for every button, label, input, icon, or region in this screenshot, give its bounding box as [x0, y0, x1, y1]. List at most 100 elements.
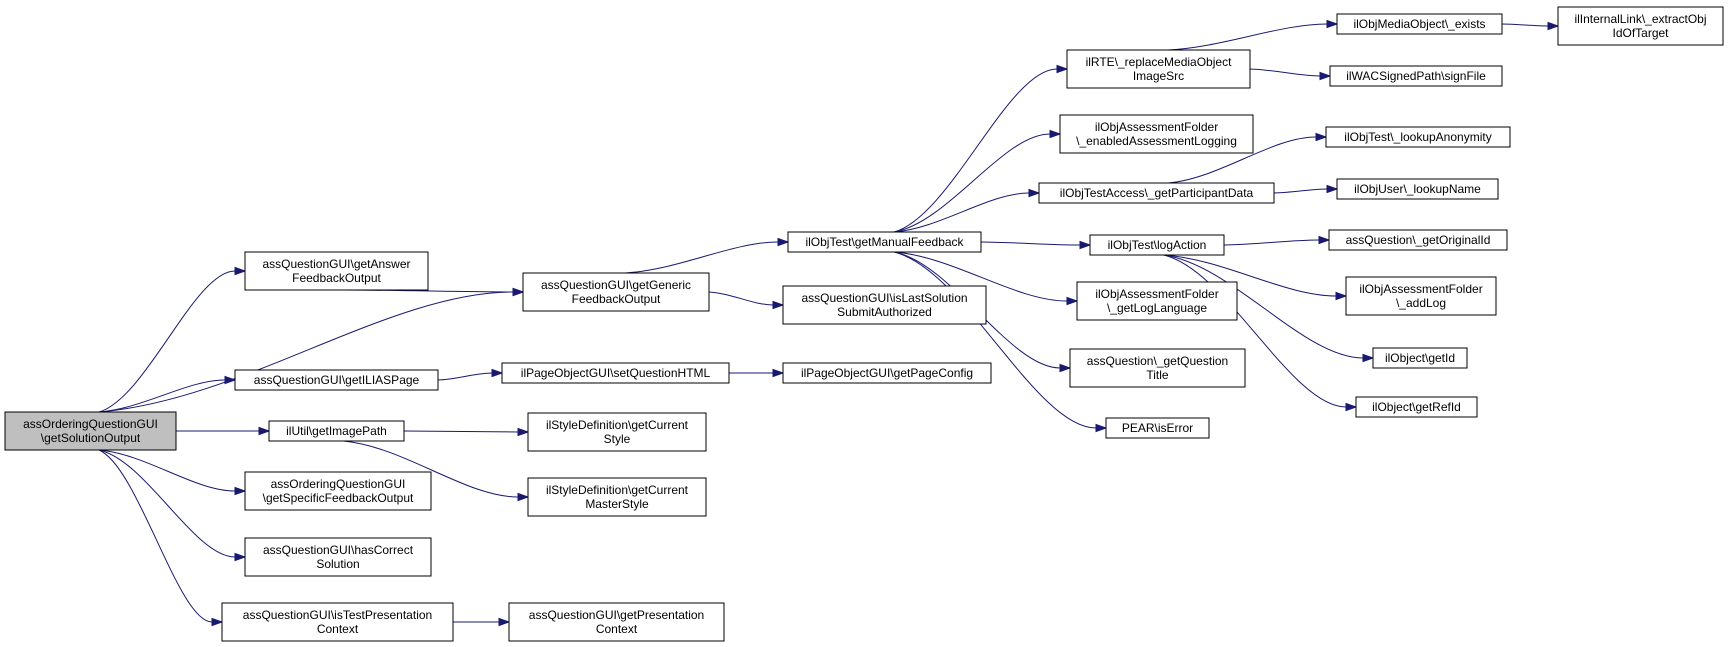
node-box: [221, 602, 454, 642]
function-node-ilpageobjectgui-getpageconfig[interactable]: ilPageObjectGUI\getPageConfig: [782, 362, 992, 384]
arrowhead: [1318, 235, 1331, 245]
function-node-ilobjassessmentfolder-getloglanguage[interactable]: ilObjAssessmentFolder\_getLogLanguage: [1076, 281, 1238, 321]
function-node-ilobjtest-getmanualfeedback[interactable]: ilObjTest\getManualFeedback: [787, 231, 982, 253]
arrowhead: [224, 375, 237, 385]
node-box: [522, 272, 710, 312]
node-box: [1336, 13, 1503, 35]
function-node-pear-iserror[interactable]: PEAR\isError: [1105, 417, 1210, 439]
node-label: assQuestionGUI\getPresentation: [529, 608, 704, 622]
node-box: [1038, 182, 1275, 204]
call-edge-n4-n5: [1167, 23, 1328, 51]
node-label: \getSpecificFeedbackOutput: [263, 491, 414, 505]
arrowhead: [498, 617, 511, 627]
function-node-ilobjtest-logaction[interactable]: ilObjTest\logAction: [1089, 234, 1225, 256]
call-edge-n4-n7: [1249, 68, 1321, 77]
function-node-ilwacsignedpath-signfile[interactable]: ilWACSignedPath\signFile: [1329, 65, 1503, 87]
arrowhead: [1066, 296, 1079, 306]
function-node-ilpageobjectgui-setquestionhtml[interactable]: ilPageObjectGUI\setQuestionHTML: [501, 362, 730, 384]
node-label: ilObject\getId: [1385, 351, 1455, 365]
function-node-ilobjuser-lookupname[interactable]: ilObjUser\_lookupName: [1336, 178, 1499, 200]
node-box: [1076, 281, 1238, 321]
node-label: SubmitAuthorized: [837, 305, 932, 319]
node-label: MasterStyle: [585, 497, 649, 511]
node-box: [1345, 276, 1497, 316]
node-label: ilObjMediaObject\_exists: [1353, 17, 1485, 31]
arrowhead: [1095, 423, 1108, 433]
node-box: [1059, 114, 1254, 154]
call-edge-n24-n26: [343, 440, 519, 498]
function-node-ilobjtestaccess-getparticipantdata[interactable]: ilObjTestAccess\_getParticipantData: [1038, 182, 1275, 204]
arrowhead: [1056, 64, 1069, 74]
node-label: \_getLogLanguage: [1107, 301, 1207, 315]
node-label: ilStyleDefinition\getCurrent: [546, 483, 689, 497]
function-node-assquestiongui-islastsolutionsubmitauthorized[interactable]: assQuestionGUI\isLastSolutionSubmitAutho…: [782, 285, 987, 325]
function-node-assquestiongui-getiliaspage[interactable]: assQuestionGUI\getILIASPage: [234, 369, 439, 391]
node-label: ilObjUser\_lookupName: [1354, 182, 1481, 196]
call-edge-n0-n29: [98, 449, 213, 623]
node-label: ilObject\getRefId: [1372, 400, 1461, 414]
arrowhead: [234, 266, 247, 276]
function-node-ilobjtest-lookupanonymity[interactable]: ilObjTest\_lookupAnonymity: [1325, 126, 1511, 148]
function-node-ilobjassessmentfolder-enabledassessmentlogging[interactable]: ilObjAssessmentFolder\_enabledAssessment…: [1059, 114, 1254, 154]
node-label: IdOfTarget: [1612, 26, 1669, 40]
call-edge-n12-n15: [1163, 254, 1364, 359]
node-box: [244, 537, 432, 577]
arrowhead: [1059, 363, 1072, 373]
node-label: ilObjAssessmentFolder: [1095, 287, 1218, 301]
arrowhead: [1362, 353, 1375, 363]
call-edge-n3-n8: [894, 133, 1051, 233]
node-label: assOrderingQuestionGUI: [271, 477, 406, 491]
function-node-assquestion-getoriginalid[interactable]: assQuestion\_getOriginalId: [1328, 229, 1508, 251]
function-node-ilobject-getrefid[interactable]: ilObject\getRefId: [1355, 396, 1478, 418]
node-box: [508, 602, 725, 642]
call-edge-n0-n21: [99, 379, 226, 413]
node-label: Style: [604, 432, 631, 446]
node-box: [1372, 347, 1468, 369]
node-label: assOrderingQuestionGUI: [23, 417, 158, 431]
arrowhead: [777, 237, 790, 247]
node-label: assQuestionGUI\isTestPresentation: [243, 608, 432, 622]
node-label: \getSolutionOutput: [41, 431, 141, 445]
arrowhead: [1319, 71, 1332, 81]
node-box: [1329, 65, 1503, 87]
call-edge-n9-n11: [1273, 188, 1328, 194]
node-label: \_enabledAssessmentLogging: [1076, 134, 1237, 148]
call-edge-n0-n28: [98, 449, 236, 558]
node-label: assQuestionGUI\getAnswer: [262, 257, 410, 271]
call-edge-n12-n14: [1163, 254, 1337, 297]
arrowhead: [491, 368, 504, 378]
node-label: ilPageObjectGUI\getPageConfig: [801, 366, 973, 380]
call-edge-n3-n4: [894, 68, 1058, 233]
node-label: assQuestionGUI\getILIASPage: [254, 373, 420, 387]
function-node-ilobjmediaobject-exists[interactable]: ilObjMediaObject\_exists: [1336, 13, 1503, 35]
node-label: FeedbackOutput: [572, 292, 661, 306]
node-label: assQuestion\_getQuestion: [1087, 354, 1228, 368]
arrowhead: [517, 427, 530, 437]
node-label: PEAR\isError: [1122, 421, 1193, 435]
function-node-ilutil-getimagepath[interactable]: ilUtil\getImagePath: [268, 420, 405, 442]
node-label: Context: [596, 622, 638, 636]
nodes-layer: assOrderingQuestionGUI\getSolutionOutput…: [4, 6, 1724, 642]
arrowhead: [1547, 21, 1560, 31]
function-node-assorderingquestiongui-getspecificfeedbackoutput[interactable]: assOrderingQuestionGUI\getSpecificFeedba…: [244, 471, 432, 511]
node-label: ImageSrc: [1133, 69, 1184, 83]
arrowhead: [1049, 129, 1062, 139]
node-box: [1355, 396, 1478, 418]
node-box: [234, 369, 439, 391]
node-label: assQuestionGUI\hasCorrect: [263, 543, 414, 557]
call-edge-n3-n12: [980, 241, 1081, 246]
arrowhead: [517, 492, 530, 502]
function-node-ilobject-getid[interactable]: ilObject\getId: [1372, 347, 1468, 369]
function-node-ilobjassessmentfolder-addlog[interactable]: ilObjAssessmentFolder\_addLog: [1345, 276, 1497, 316]
function-node-assorderingquestiongui-getsolutionoutput[interactable]: assOrderingQuestionGUI\getSolutionOutput: [4, 411, 177, 451]
